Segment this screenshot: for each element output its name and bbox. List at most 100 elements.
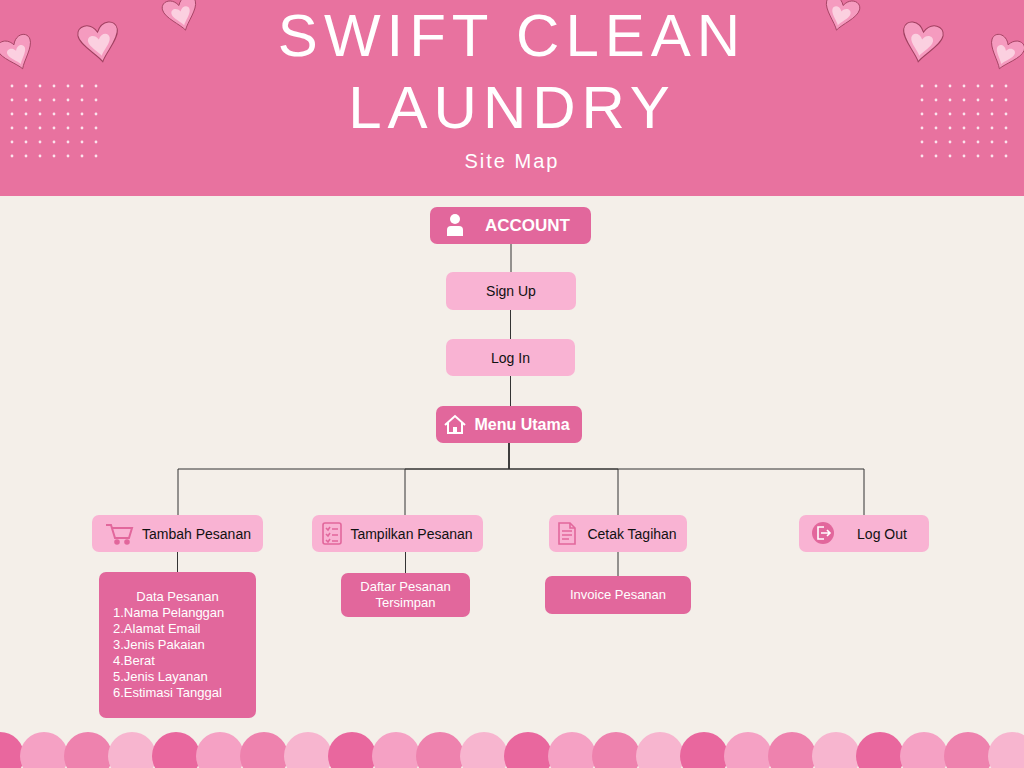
- dot: [949, 155, 952, 158]
- scallop: [108, 732, 156, 768]
- dot: [935, 85, 938, 88]
- scallop: [20, 732, 68, 768]
- dot: [81, 141, 84, 144]
- dot: [67, 141, 70, 144]
- subtitle: Site Map: [312, 150, 712, 173]
- scallop: [768, 732, 816, 768]
- node-label: Menu Utama: [474, 417, 569, 433]
- node-label: Cetak Tagihan: [587, 526, 676, 542]
- scallop: [944, 732, 992, 768]
- dot: [1005, 85, 1008, 88]
- scallop: [372, 732, 420, 768]
- dot: [1005, 99, 1008, 102]
- scallop: [548, 732, 596, 768]
- dot: [53, 113, 56, 116]
- dot: [991, 99, 994, 102]
- dot: [921, 141, 924, 144]
- scallop: [196, 732, 244, 768]
- dot: [39, 127, 42, 130]
- dot: [921, 85, 924, 88]
- dot: [977, 99, 980, 102]
- dot: [963, 85, 966, 88]
- list-item: 3.Jenis Pakaian: [99, 637, 256, 653]
- list-item: 4.Berat: [99, 653, 256, 669]
- dot: [81, 127, 84, 130]
- dot: [921, 113, 924, 116]
- dot: [39, 99, 42, 102]
- heart: [76, 21, 122, 66]
- node-label: Invoice Pesanan: [570, 587, 666, 603]
- dot: [11, 99, 14, 102]
- dot: [935, 155, 938, 158]
- scallop: [284, 732, 332, 768]
- heart: [983, 32, 1024, 74]
- node-label: Log In: [491, 350, 530, 366]
- dot: [949, 141, 952, 144]
- scallop: [460, 732, 508, 768]
- dot: [53, 85, 56, 88]
- dot: [949, 113, 952, 116]
- dot: [39, 113, 42, 116]
- title: SWIFT CLEAN LAUNDRY: [212, 0, 812, 144]
- dot: [11, 141, 14, 144]
- dot: [921, 127, 924, 130]
- scallop: [152, 732, 200, 768]
- menu-box: Menu Utama: [436, 406, 582, 443]
- heart: [161, 0, 202, 35]
- person-icon: [447, 214, 463, 236]
- dot: [81, 155, 84, 158]
- section-header: ACCOUNT: [430, 207, 591, 244]
- dot: [977, 155, 980, 158]
- dot: [949, 127, 952, 130]
- connector: [405, 552, 406, 573]
- heart: [899, 21, 945, 66]
- connector: [405, 443, 509, 515]
- dot: [935, 113, 938, 116]
- dot: [1005, 113, 1008, 116]
- cart-icon: [106, 525, 132, 544]
- heart: [820, 0, 861, 35]
- dot: [991, 141, 994, 144]
- scallop: [680, 732, 728, 768]
- house-icon: [445, 416, 465, 433]
- dot: [67, 99, 70, 102]
- connector: [178, 443, 509, 515]
- dot: [977, 141, 980, 144]
- dot: [921, 99, 924, 102]
- dot: [95, 99, 98, 102]
- connector: [618, 552, 619, 576]
- connector: [510, 376, 511, 406]
- connector: [510, 310, 511, 339]
- heart: [0, 32, 39, 74]
- dot: [25, 85, 28, 88]
- dot: [25, 141, 28, 144]
- list-item: 6.Estimasi Tanggal: [99, 685, 256, 701]
- box-heading: Data Pesanan: [99, 589, 256, 605]
- dot: [53, 99, 56, 102]
- dot: [977, 113, 980, 116]
- dot: [53, 127, 56, 130]
- dot: [39, 85, 42, 88]
- dot: [67, 155, 70, 158]
- connector: [509, 443, 618, 515]
- dot: [991, 85, 994, 88]
- scallop: [416, 732, 464, 768]
- dot: [81, 113, 84, 116]
- dot: [963, 127, 966, 130]
- header-band: [0, 0, 1024, 196]
- connector: [509, 443, 864, 515]
- list-item: 5.Jenis Layanan: [99, 669, 256, 685]
- page-box: Sign Up: [446, 272, 576, 310]
- scallop: [856, 732, 904, 768]
- scallop: [328, 732, 376, 768]
- dot: [67, 113, 70, 116]
- dot: [95, 155, 98, 158]
- dot: [25, 113, 28, 116]
- dot: [11, 155, 14, 158]
- dot: [977, 127, 980, 130]
- node-label: Tambah Pesanan: [142, 526, 251, 542]
- list-item: 1.Nama Pelanggan: [99, 605, 256, 621]
- node-label: Log Out: [857, 526, 907, 542]
